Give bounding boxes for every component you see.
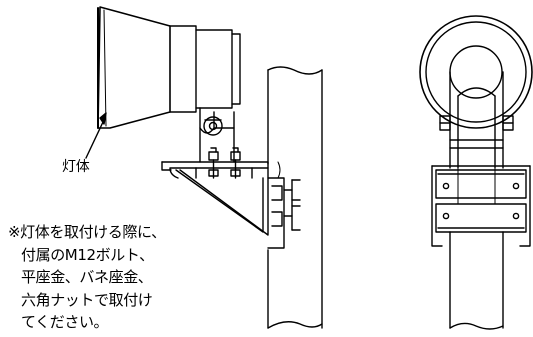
lamp-body-label: 灯体: [62, 159, 90, 175]
lamp-leader: [85, 112, 107, 159]
lamp-body: [97, 6, 241, 129]
note-line-1: ※灯体を取付ける際に、: [8, 223, 166, 241]
l-bracket: [161, 161, 269, 236]
yoke: [439, 71, 514, 169]
installation-note: ※灯体を取付ける際に、 付属のM12ボルト、 平座金、バネ座金、 六角ナットで取…: [8, 221, 166, 334]
pole-side: [267, 66, 323, 329]
front-view: [419, 15, 533, 330]
side-view: [85, 6, 323, 329]
pole-clamp: [267, 177, 301, 249]
pole-front: [449, 167, 504, 330]
note-line-2: 付属のM12ボルト、: [21, 245, 154, 264]
note-line-4: 六角ナットで取付け: [21, 290, 153, 309]
clamp-blocks: [431, 165, 531, 247]
lamp-face: [419, 15, 533, 129]
bolts: [208, 147, 241, 179]
note-line-3: 平座金、バネ座金、: [21, 268, 153, 286]
mounting-arm: [199, 107, 235, 163]
note-line-5: てください。: [21, 313, 109, 331]
